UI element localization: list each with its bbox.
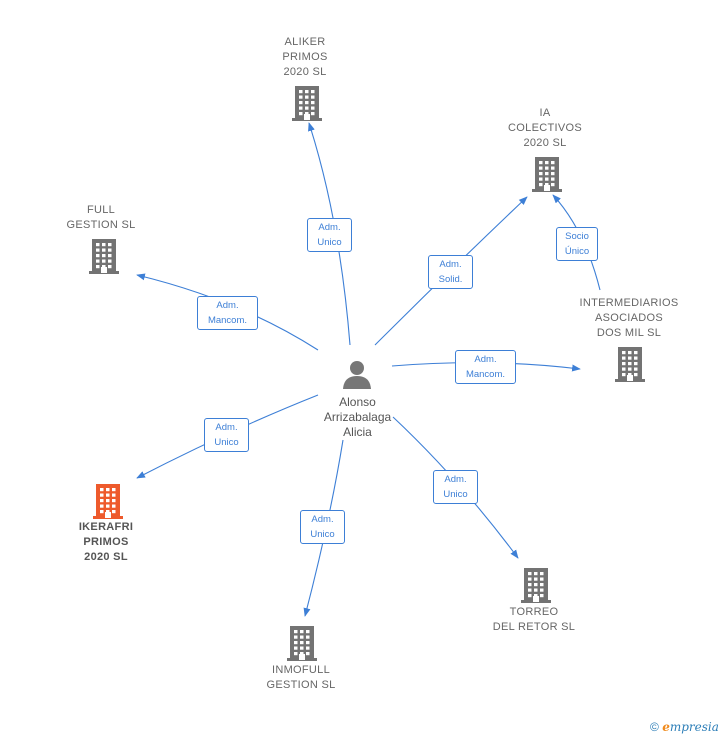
building-icon-inmofull (287, 626, 317, 661)
company-label-ikerafri[interactable]: IKERAFRI PRIMOS 2020 SL (78, 521, 134, 563)
company-label-ia[interactable]: IA COLECTIVOS 2020 SL (508, 107, 582, 149)
building-icon-full (89, 239, 119, 274)
company-label-intermediarios[interactable]: INTERMEDIARIOS ASOCIADOS DOS MIL SL (579, 297, 679, 339)
edge-label-intermediarios[interactable]: Adm. Mancom. (455, 350, 516, 384)
edge-label-ia[interactable]: Adm. Solid. (428, 255, 473, 289)
company-label-aliker[interactable]: ALIKER PRIMOS 2020 SL (282, 36, 328, 78)
brand-logo: empresia (662, 720, 719, 734)
edge-label-intermediarios-ia[interactable]: Socio Único (556, 227, 598, 261)
person-icon (343, 361, 371, 389)
person-name[interactable]: Alonso Arrizabalaga Alicia (323, 395, 392, 439)
company-label-full[interactable]: FULL GESTION SL (66, 204, 136, 231)
edge-label-aliker[interactable]: Adm. Unico (307, 218, 352, 252)
brand-footer: © empresia (650, 720, 719, 734)
building-icon-ikerafri (93, 484, 123, 519)
copyright-symbol: © (650, 720, 659, 734)
company-label-inmofull[interactable]: INMOFULL GESTION SL (266, 664, 336, 691)
edge-label-full[interactable]: Adm. Mancom. (197, 296, 258, 330)
company-label-torreo[interactable]: TORREO DEL RETOR SL (492, 606, 576, 633)
building-icon-intermediarios (615, 347, 645, 382)
building-icon-torreo (521, 568, 551, 603)
edge-label-torreo[interactable]: Adm. Unico (433, 470, 478, 504)
building-icon-ia (532, 157, 562, 192)
edge-label-ikerafri[interactable]: Adm. Unico (204, 418, 249, 452)
edge-label-inmofull[interactable]: Adm. Unico (300, 510, 345, 544)
building-icon-aliker (292, 86, 322, 121)
